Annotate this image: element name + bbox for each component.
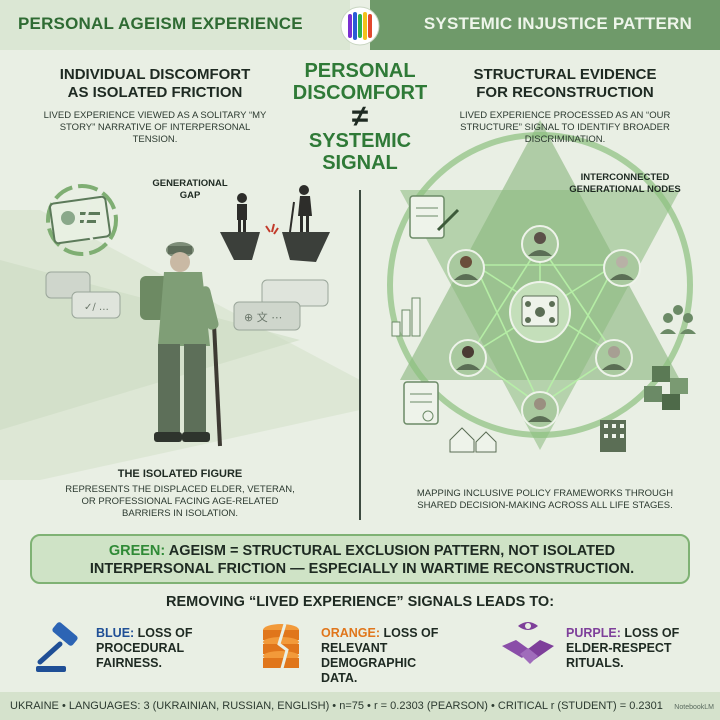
loss-blue: BLUE: LOSS OF PROCEDURAL FAIRNESS.: [30, 618, 230, 680]
isolated-figure-title: THE ISOLATED FIGURE: [117, 468, 243, 480]
footer-stats-text: UKRAINE • LANGUAGES: 3 (UKRAINIAN, RUSSI…: [10, 700, 663, 712]
loss-blue-key: BLUE:: [96, 626, 135, 640]
torn-id-card-icon: [46, 184, 118, 256]
isolated-elder-figure: [140, 242, 222, 447]
banner-line-2: INTERPERSONAL FRICTION — ESPECIALLY IN W…: [89, 561, 635, 577]
loss-purple: PURPLE: LOSS OF ELDER-RESPECT RITUALS.: [500, 618, 710, 680]
center-title: PERSONAL DISCOMFORT ≠ SYSTEMIC SIGNAL: [270, 60, 450, 174]
node-right-lower: [595, 339, 633, 377]
loss-blue-text: BLUE: LOSS OF PROCEDURAL FAIRNESS.: [96, 626, 226, 671]
loss-orange-key: ORANGE:: [321, 626, 381, 640]
houses-icon: [449, 427, 497, 453]
node-top: [521, 225, 559, 263]
center-line-4: SIGNAL: [322, 152, 398, 174]
loss-purple-text: PURPLE: LOSS OF ELDER-RESPECT RITUALS.: [566, 626, 696, 671]
policy-document-icon: [403, 381, 439, 425]
node-bottom: [521, 391, 559, 429]
translation-bubbles-icon: ⊕ 文 ⋯: [233, 279, 329, 331]
node-left-upper: [447, 249, 485, 287]
loss-blue-rest: LOSS OF PROCEDURAL FAIRNESS.: [96, 626, 193, 670]
gap-label-line-1: GENERATIONAL: [152, 178, 228, 189]
isolated-figure-description: REPRESENTS THE DISPLACED ELDER, VETERAN,…: [65, 484, 295, 519]
document-pen-icon: [409, 195, 460, 239]
bar-chart-icon: [391, 297, 421, 337]
center-line-2: DISCOMFORT: [292, 82, 428, 104]
loss-orange-text: ORANGE: LOSS OF RELEVANT DEMOGRAPHIC DAT…: [321, 626, 451, 686]
center-line-1: PERSONAL: [304, 60, 416, 82]
interconnected-nodes-label: INTERCONNECTED GENERATIONAL NODES: [560, 172, 690, 196]
footer-stats-bar: UKRAINE • LANGUAGES: 3 (UKRAINIAN, RUSSI…: [0, 692, 720, 720]
nodes-label-line-2: GENERATIONAL NODES: [569, 184, 681, 195]
handshake-icon: [502, 622, 554, 664]
loss-purple-key: PURPLE:: [566, 626, 621, 640]
center-line-3: SYSTEMIC: [308, 130, 412, 152]
loss-orange-rest: LOSS OF RELEVANT DEMOGRAPHIC DATA.: [321, 626, 439, 685]
nodes-label-line-1: INTERCONNECTED: [580, 172, 670, 183]
apartment-building-icon: [600, 420, 626, 452]
right-heading: STRUCTURAL EVIDENCE FOR RECONSTRUCTION: [450, 66, 680, 102]
svg-text:✓∕ …: ✓∕ …: [84, 302, 109, 313]
notebooklm-watermark: NotebookLM: [674, 704, 714, 711]
svg-text:⊕ 文 ⋯: ⊕ 文 ⋯: [244, 310, 282, 324]
banner-key-green: GREEN:: [108, 543, 166, 559]
left-heading-line-1: INDIVIDUAL DISCOMFORT: [59, 66, 251, 83]
gap-label-line-2: GAP: [179, 190, 201, 201]
header-right-title: SYSTEMIC INJUSTICE PATTERN: [423, 14, 692, 33]
center-divider: [359, 190, 361, 520]
people-group-icon: [660, 305, 696, 334]
green-summary-banner: GREEN: AGEISM = STRUCTURAL EXCLUSION PAT…: [30, 534, 690, 584]
broken-database-icon: [263, 623, 299, 673]
banner-line-1: AGEISM = STRUCTURAL EXCLUSION PATTERN, N…: [165, 543, 616, 559]
generational-gap-label: GENERATIONAL GAP: [140, 178, 240, 202]
right-heading-line-2: FOR RECONSTRUCTION: [476, 84, 654, 101]
banner-text: GREEN: AGEISM = STRUCTURAL EXCLUSION PAT…: [42, 542, 682, 578]
cliff-gap-figures-icon: [220, 185, 330, 262]
speech-bubbles-icon: ✓∕ …: [45, 271, 121, 319]
node-center-board: [509, 281, 571, 343]
right-heading-line-1: STRUCTURAL EVIDENCE: [473, 66, 657, 83]
node-right-upper: [603, 249, 641, 287]
loss-purple-rest: LOSS OF ELDER-RESPECT RITUALS.: [566, 626, 680, 670]
header-left-title: PERSONAL AGEISM EXPERIENCE: [18, 14, 303, 33]
mapping-description: MAPPING INCLUSIVE POLICY FRAMEWORKS THRO…: [416, 488, 674, 511]
building-blocks-icon: [644, 366, 688, 410]
gavel-icon: [36, 622, 78, 672]
not-equal-symbol: ≠: [351, 100, 369, 133]
generational-nodes-network: [391, 195, 696, 453]
loss-orange: ORANGE: LOSS OF RELEVANT DEMOGRAPHIC DAT…: [255, 618, 465, 685]
header-left-panel: PERSONAL AGEISM EXPERIENCE: [0, 0, 350, 50]
left-heading: INDIVIDUAL DISCOMFORT AS ISOLATED FRICTI…: [40, 66, 270, 102]
header: PERSONAL AGEISM EXPERIENCE SYSTEMIC INJU…: [0, 0, 720, 50]
header-right-panel: SYSTEMIC INJUSTICE PATTERN: [370, 0, 720, 50]
removing-heading: REMOVING “LIVED EXPERIENCE” SIGNALS LEAD…: [165, 594, 555, 610]
rainbow-logo-icon: [340, 6, 380, 46]
left-heading-line-2: AS ISOLATED FRICTION: [67, 84, 243, 101]
left-description: LIVED EXPERIENCE VIEWED AS A SOLITARY “M…: [43, 110, 267, 145]
node-left-lower: [449, 339, 487, 377]
right-description: LIVED EXPERIENCE PROCESSED AS AN “OUR ST…: [459, 110, 671, 145]
